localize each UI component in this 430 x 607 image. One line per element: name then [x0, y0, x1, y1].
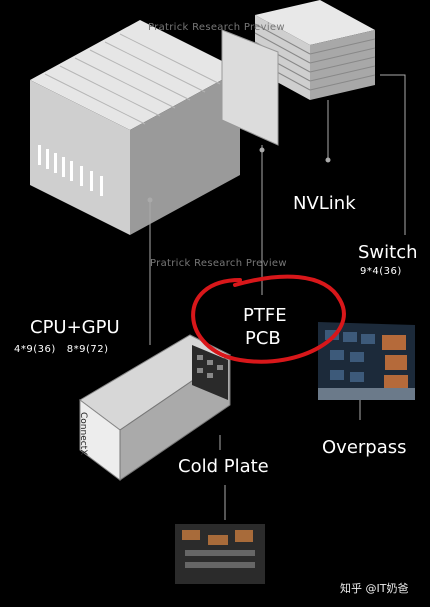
pcb-label: PCB: [245, 328, 281, 349]
switch-count-label: 9*4(36): [360, 266, 402, 277]
annotation-circle: [191, 274, 346, 364]
watermark-middle: Pratrick Research Preview: [150, 258, 287, 269]
cold-plate-label: Cold Plate: [178, 456, 269, 477]
cpu-gpu-label: CPU+GPU: [30, 317, 120, 338]
leader-lines: [147, 74, 406, 520]
ptfe-label: PTFE: [243, 305, 287, 326]
nvlink-label: NVLink: [293, 193, 356, 214]
overpass-label: Overpass: [322, 437, 407, 458]
compute-blade: [79, 334, 231, 481]
footer-credit: 知乎 @IT奶爸: [340, 582, 409, 595]
compute-tray-box: [30, 20, 240, 235]
switch-label: Switch: [358, 242, 418, 263]
nvlink-switch-stack: [254, 0, 376, 100]
cpu-gpu-count-label: 4*9(36) 8*9(72): [14, 344, 109, 355]
pcb-board: [318, 322, 415, 400]
connectx-label: ConnectX: [78, 412, 88, 456]
cold-plate-image: [175, 524, 265, 584]
watermark-top: Pratrick Research Preview: [148, 22, 285, 33]
midplane-panel: [221, 29, 279, 146]
